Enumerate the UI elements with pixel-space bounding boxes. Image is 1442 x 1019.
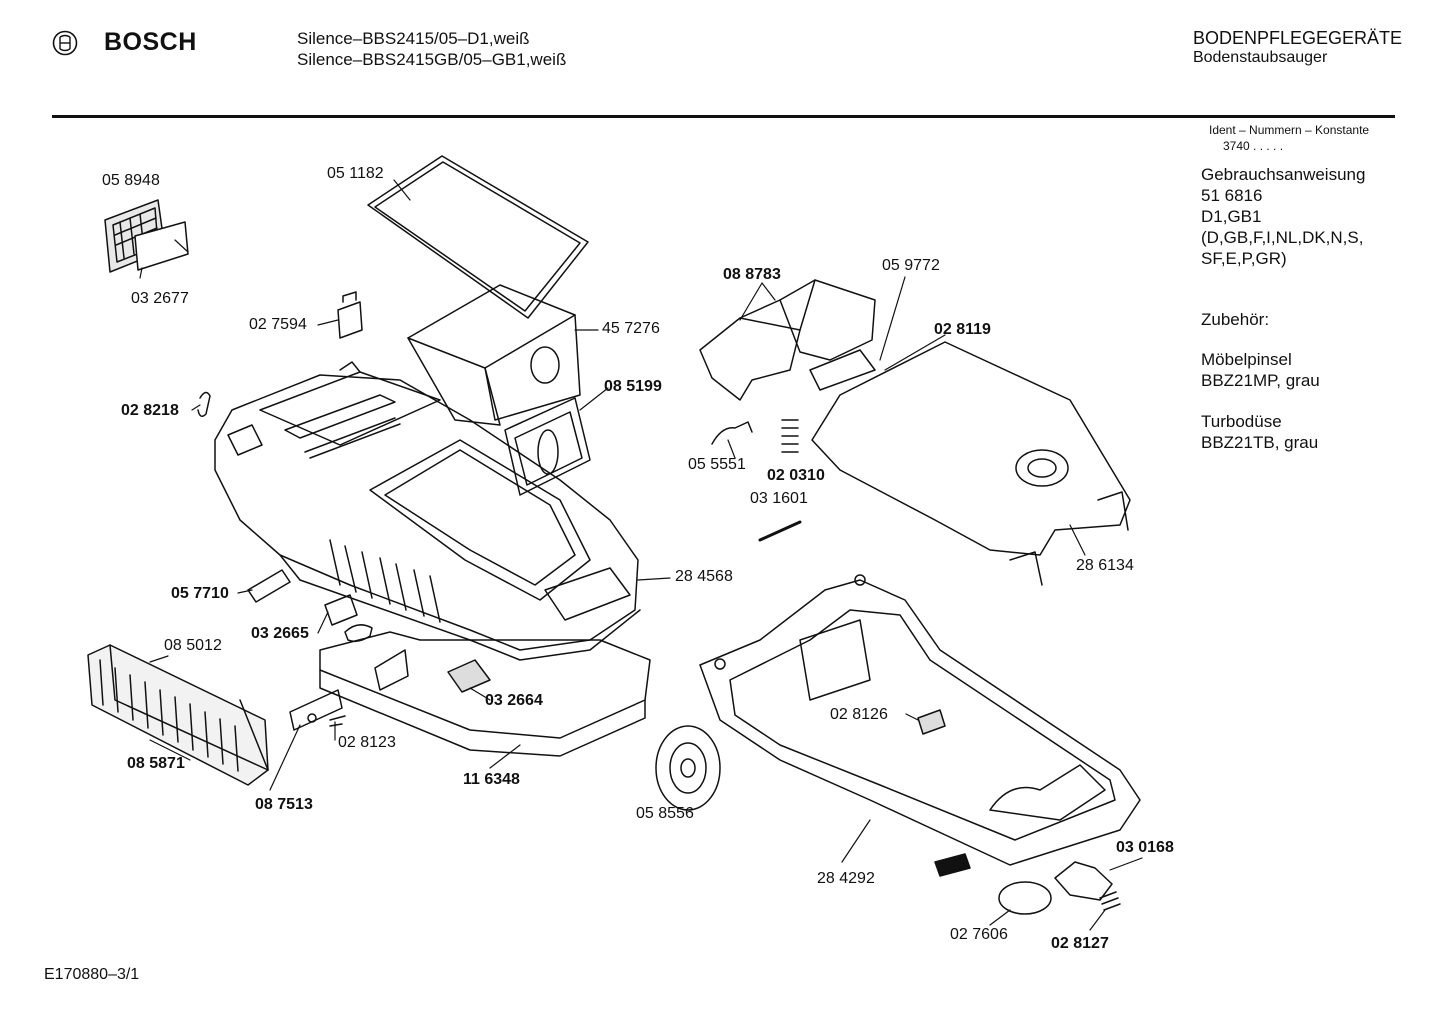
manual-title: Gebrauchsanweisung xyxy=(1201,165,1366,184)
latch-icon xyxy=(1054,861,1113,901)
part-032665: 03 2665 xyxy=(251,625,309,642)
part-116348: 11 6348 xyxy=(463,771,520,788)
cord-clip-icon xyxy=(247,569,291,603)
bag-holder-icon xyxy=(504,397,591,496)
category-title: BODENPFLEGEGERÄTE xyxy=(1192,28,1402,48)
pad-icon xyxy=(917,709,946,735)
header-divider xyxy=(52,115,1395,118)
manual-versions: D1,GB1 xyxy=(1201,207,1262,226)
part-057710: 05 7710 xyxy=(171,585,229,602)
filter-pad-icon xyxy=(447,659,491,693)
label-plate-icon xyxy=(934,853,971,877)
category-block: BODENPFLEGEGERÄTE Bodenstaubsauger xyxy=(1193,28,1402,68)
manual-number: 51 6816 xyxy=(1201,186,1263,205)
hook-icon xyxy=(711,421,753,445)
leader-lines xyxy=(139,179,1143,931)
part-055551: 05 5551 xyxy=(688,456,746,473)
part-058948: 05 8948 xyxy=(102,172,160,189)
ident-block: Ident – Nummern – Konstante 3740 . . . .… xyxy=(1209,122,1369,154)
switch-button-icon xyxy=(337,291,363,339)
part-027594: 02 7594 xyxy=(249,316,307,333)
top-cover-icon xyxy=(699,279,876,401)
part-032664: 03 2664 xyxy=(485,692,543,709)
spring-clip-icon xyxy=(197,391,211,417)
part-088783: 08 8783 xyxy=(723,266,781,283)
drawing-id: E170880–3/1 xyxy=(44,966,140,983)
exhaust-grille-icon xyxy=(87,644,269,786)
accessory-1-code: BBZ21MP, grau xyxy=(1201,371,1320,390)
part-051182: 05 1182 xyxy=(327,165,384,182)
wheel-icon xyxy=(655,725,721,811)
connector-board-icon xyxy=(289,689,346,731)
part-087513: 08 7513 xyxy=(255,796,313,813)
swivel-wheel-icon xyxy=(998,881,1052,915)
accessory-1-name: Möbelpinsel xyxy=(1201,350,1292,369)
part-028127: 02 8127 xyxy=(1051,935,1109,952)
base-plate-icon xyxy=(319,631,651,757)
manual-languages-2: SF,E,P,GR) xyxy=(1201,249,1287,268)
model-block: Silence–BBS2415/05–D1,weiß Silence–BBS24… xyxy=(297,28,566,70)
switch-part-icon xyxy=(324,594,358,626)
model-line-1: Silence–BBS2415/05–D1,weiß xyxy=(297,29,530,48)
main-housing-icon xyxy=(214,361,641,661)
upper-shell-icon xyxy=(811,341,1131,586)
model-line-2: Silence–BBS2415GB/05–GB1,weiß xyxy=(297,50,567,69)
ident-label: Ident – Nummern – Konstante xyxy=(1209,123,1370,137)
accessory-2-name: Turbodüse xyxy=(1201,412,1282,431)
accessory-2: Turbodüse BBZ21TB, grau xyxy=(1201,411,1318,453)
brand: BOSCH xyxy=(52,28,197,57)
part-028218: 02 8218 xyxy=(121,402,179,419)
accessories-title: Zubehör: xyxy=(1201,310,1270,329)
part-284292: 28 4292 xyxy=(817,870,875,887)
lower-shell-icon xyxy=(699,574,1141,866)
part-028119: 02 8119 xyxy=(934,321,991,338)
ident-constant: 3740 . . . . . xyxy=(1223,139,1284,153)
part-286134: 28 6134 xyxy=(1076,557,1134,574)
brand-name: BOSCH xyxy=(104,28,197,56)
part-085871: 08 5871 xyxy=(127,755,185,772)
accessory-2-code: BBZ21TB, grau xyxy=(1201,433,1319,452)
lid-gasket-icon xyxy=(367,155,589,319)
latch-spring-icon xyxy=(1099,891,1121,911)
spring-part-icon xyxy=(344,624,373,643)
pin-icon xyxy=(758,520,802,542)
part-457276: 45 7276 xyxy=(602,320,660,337)
part-085012: 08 5012 xyxy=(164,637,222,654)
part-028126: 02 8126 xyxy=(830,706,888,723)
spring-icon xyxy=(781,419,799,453)
part-284568: 28 4568 xyxy=(675,568,733,585)
manual-block: Gebrauchsanweisung 51 6816 D1,GB1 (D,GB,… xyxy=(1201,164,1365,269)
part-030168: 03 0168 xyxy=(1116,839,1174,856)
part-085199: 08 5199 xyxy=(604,378,662,395)
part-027606: 02 7606 xyxy=(950,926,1008,943)
dust-bag-icon xyxy=(407,284,581,426)
part-031601: 03 1601 xyxy=(750,490,808,507)
part-028123: 02 8123 xyxy=(338,734,396,751)
accessory-1: Möbelpinsel BBZ21MP, grau xyxy=(1201,349,1320,391)
part-059772: 05 9772 xyxy=(882,257,940,274)
manual-languages-1: (D,GB,F,I,NL,DK,N,S, xyxy=(1201,228,1364,247)
filter-cassette-icon xyxy=(104,199,189,273)
bosch-logo-icon xyxy=(52,30,78,55)
part-032677: 03 2677 xyxy=(131,290,189,307)
part-020310: 02 0310 xyxy=(767,467,825,484)
part-058556: 05 8556 xyxy=(636,805,694,822)
category-subtitle: Bodenstaubsauger xyxy=(1192,49,1328,66)
